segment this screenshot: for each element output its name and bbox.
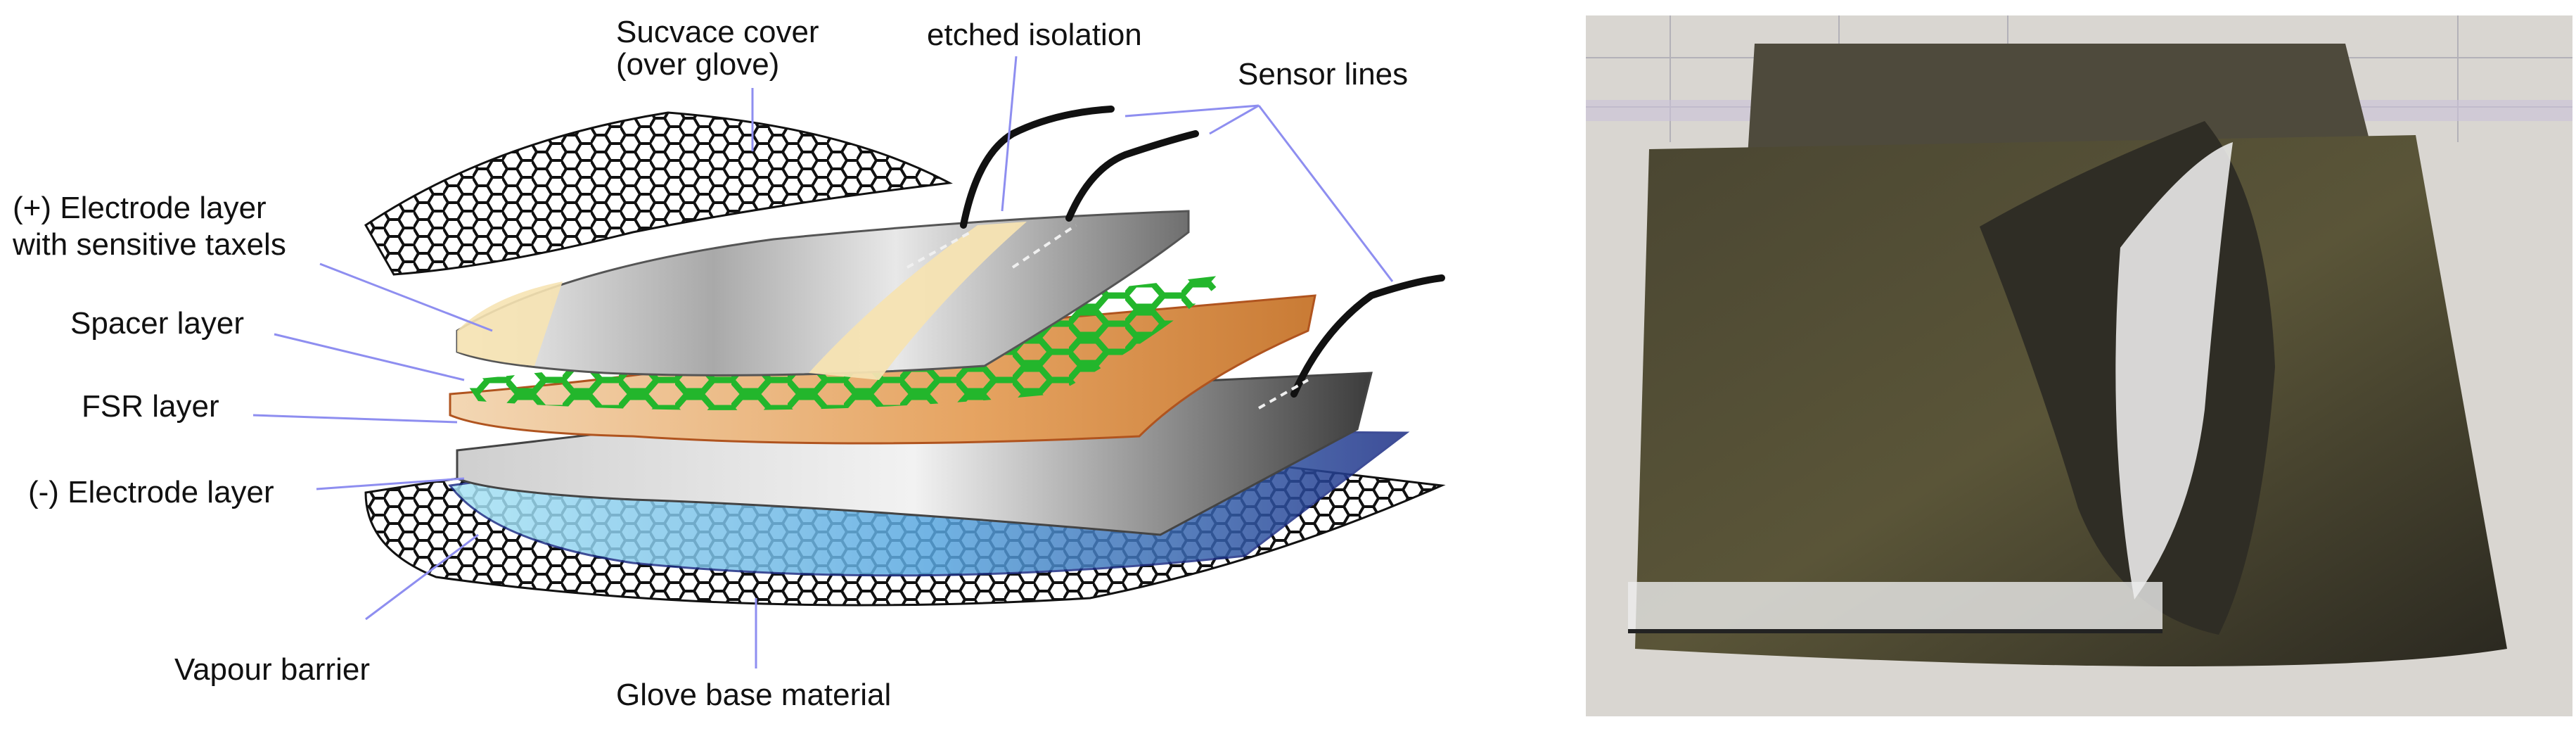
label-sucvace-cover-line1: Sucvace cover [616, 15, 819, 49]
photo-sample [1586, 15, 2572, 716]
label-etched-isolation: etched isolation [927, 18, 1142, 52]
label-sensor-lines: Sensor lines [1238, 57, 1408, 91]
white-mesh [2115, 142, 2233, 600]
label-sucvace-cover-line2: (over glove) [616, 47, 779, 82]
back-fabric [1748, 44, 2373, 163]
label-spacer-layer: Spacer layer [70, 306, 244, 341]
sensor-wire-dashes [906, 224, 1309, 410]
etched-isolation-stripe-left [457, 281, 563, 366]
etched-isolation-stripe [809, 222, 1027, 380]
plus-electrode-layer [456, 210, 1190, 376]
sucvace-cover-mesh [364, 111, 953, 276]
label-plus-electrode-line1: (+) Electrode layer [13, 191, 267, 225]
label-glove-base: Glove base material [616, 678, 891, 712]
bottom-mesh-edge [1628, 582, 2162, 631]
layer-diagram: Sucvace cover (over glove) etched isolat… [12, 15, 1446, 712]
sensor-wires [960, 106, 1445, 398]
leader-lines [252, 56, 1394, 668]
label-vapour-barrier: Vapour barrier [174, 652, 370, 687]
label-minus-electrode: (-) Electrode layer [28, 475, 274, 509]
label-plus-electrode-line2: with sensitive taxels [12, 227, 286, 262]
label-fsr-layer: FSR layer [82, 389, 219, 424]
